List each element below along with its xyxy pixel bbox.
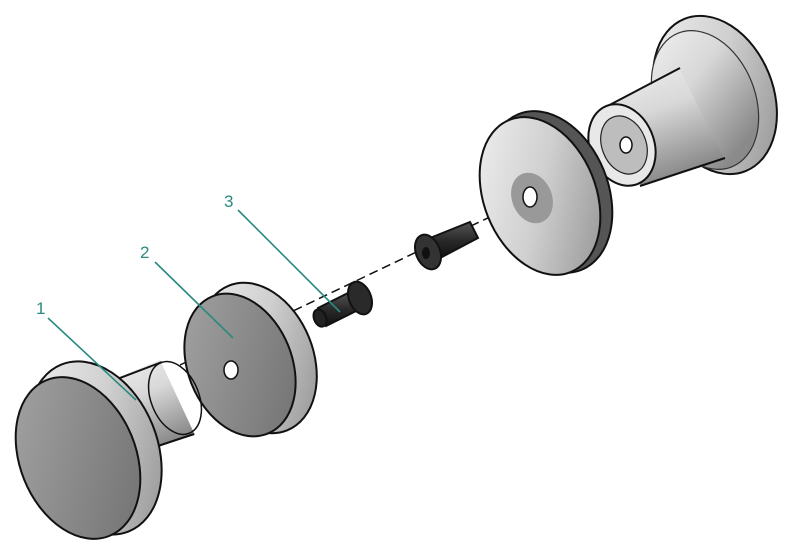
leader-line-2 — [154, 261, 234, 339]
part-screw-3 — [312, 280, 374, 328]
part-1-knob — [14, 360, 203, 540]
label-2: 2 — [140, 243, 149, 262]
leader-line-3 — [237, 209, 341, 313]
leader-line-1 — [47, 317, 137, 401]
part-2-disc — [183, 281, 318, 438]
part-screw-right — [413, 220, 480, 271]
part-washer-right — [478, 110, 614, 276]
label-3: 3 — [224, 192, 233, 211]
part-housing-right — [587, 14, 778, 187]
label-1: 1 — [36, 299, 45, 318]
